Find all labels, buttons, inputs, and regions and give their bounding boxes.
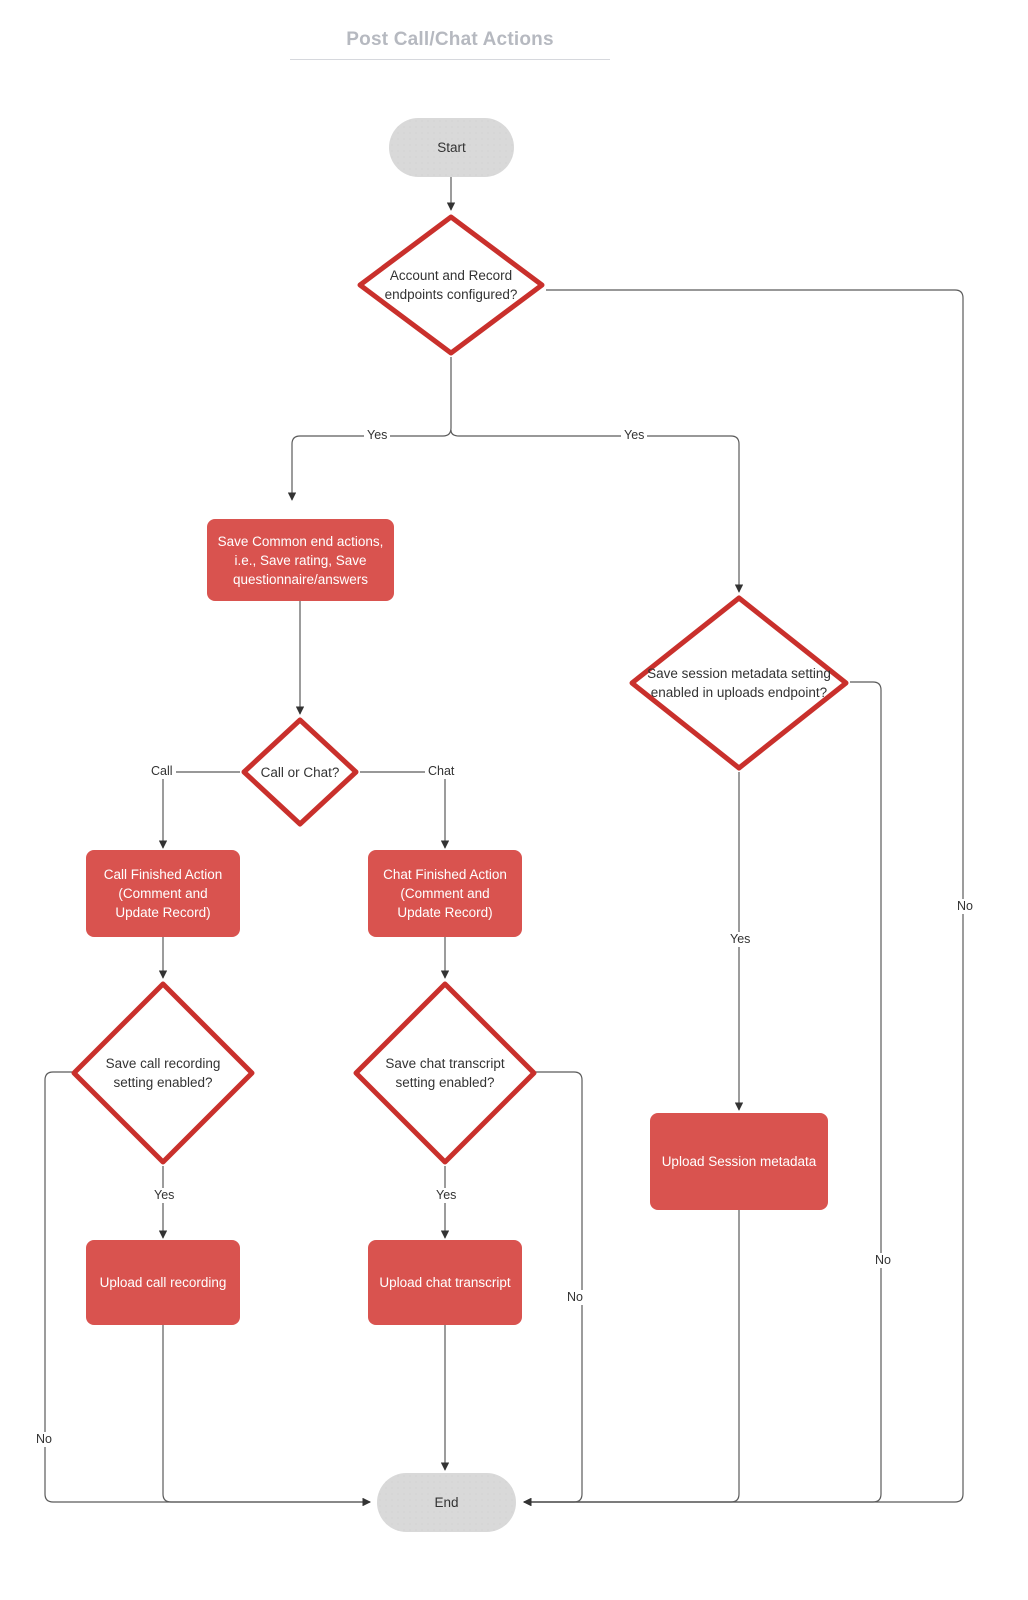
edge-label-no-endpoints: No	[954, 899, 976, 914]
node-decision-session-metadata[interactable]: Save session metadata setting enabled in…	[628, 594, 850, 772]
edge-label-yes-left-branch: Yes	[364, 428, 391, 443]
node-upload-session-metadata-label: Upload Session metadata	[661, 1154, 817, 1169]
node-chat-finished-action[interactable]: Chat Finished Action (Comment and Update…	[368, 850, 522, 937]
edge-callorchat-chat	[360, 771, 450, 849]
node-end[interactable]: End	[377, 1473, 516, 1532]
node-upload-session-metadata[interactable]: Upload Session metadata	[650, 1113, 828, 1210]
title-divider	[290, 59, 610, 60]
edge-label-yes-right-branch: Yes	[621, 428, 648, 443]
diamond-shape-icon	[241, 717, 359, 827]
diamond-shape-icon	[357, 214, 545, 356]
node-decision-call-recording[interactable]: Save call recording setting enabled?	[70, 980, 256, 1166]
node-save-common-end-actions-label: Save Common end actions, i.e., Save rati…	[217, 533, 384, 587]
page-title: Post Call/Chat Actions	[346, 29, 554, 50]
node-call-finished-action-label: Call Finished Action (Comment and Update…	[103, 867, 223, 920]
edge-label-no-chat-transcript: No	[564, 1290, 586, 1305]
edge-sessionmeta-no	[523, 681, 882, 1507]
node-start-label: Start	[437, 139, 466, 155]
edge-callorchat-call	[158, 771, 240, 849]
diamond-shape-icon	[353, 981, 537, 1165]
node-end-label: End	[434, 1494, 459, 1510]
edge-endpoints-yes-right	[450, 429, 744, 593]
node-decision-chat-transcript[interactable]: Save chat transcript setting enabled?	[352, 980, 538, 1166]
chart-title-block: Post Call/Chat Actions	[290, 28, 610, 60]
node-upload-call-recording-label: Upload call recording	[99, 1275, 227, 1290]
diamond-shape-icon	[71, 981, 255, 1165]
edge-label-yes-call-recording: Yes	[151, 1188, 178, 1203]
node-upload-call-recording[interactable]: Upload call recording	[86, 1240, 240, 1325]
edge-recording-no	[44, 1071, 371, 1507]
node-decision-chat-transcript-label: Save chat transcript setting enabled?	[385, 1056, 505, 1090]
node-upload-chat-transcript[interactable]: Upload chat transcript	[368, 1240, 522, 1325]
node-decision-call-recording-label: Save call recording setting enabled?	[105, 1056, 221, 1090]
node-call-finished-action[interactable]: Call Finished Action (Comment and Update…	[86, 850, 240, 937]
edge-label-yes-session-metadata: Yes	[727, 932, 754, 947]
edge-endpoints-no	[523, 289, 964, 1507]
diamond-shape-icon	[629, 595, 849, 771]
node-decision-call-or-chat[interactable]: Call or Chat?	[240, 716, 360, 828]
edge-label-no-call-recording: No	[33, 1432, 55, 1447]
edge-label-call-branch: Call	[148, 764, 176, 779]
node-chat-finished-action-label: Chat Finished Action (Comment and Update…	[383, 867, 507, 920]
node-save-common-end-actions[interactable]: Save Common end actions, i.e., Save rati…	[207, 519, 394, 601]
node-decision-call-or-chat-label: Call or Chat?	[260, 764, 340, 780]
edge-label-no-session-metadata: No	[872, 1253, 894, 1268]
node-decision-session-metadata-label: Save session metadata setting enabled in…	[647, 666, 831, 700]
edge-uploadcall-to-end	[162, 1325, 371, 1507]
edge-label-chat-branch: Chat	[425, 764, 458, 779]
node-decision-endpoints-label: Account and Record endpoints configured?	[384, 268, 518, 302]
node-upload-chat-transcript-label: Upload chat transcript	[379, 1275, 511, 1290]
edge-uploadsession-to-end	[523, 1210, 740, 1507]
edge-label-yes-chat-transcript: Yes	[433, 1188, 460, 1203]
node-start[interactable]: Start	[389, 118, 514, 177]
node-decision-endpoints[interactable]: Account and Record endpoints configured?	[356, 213, 546, 357]
